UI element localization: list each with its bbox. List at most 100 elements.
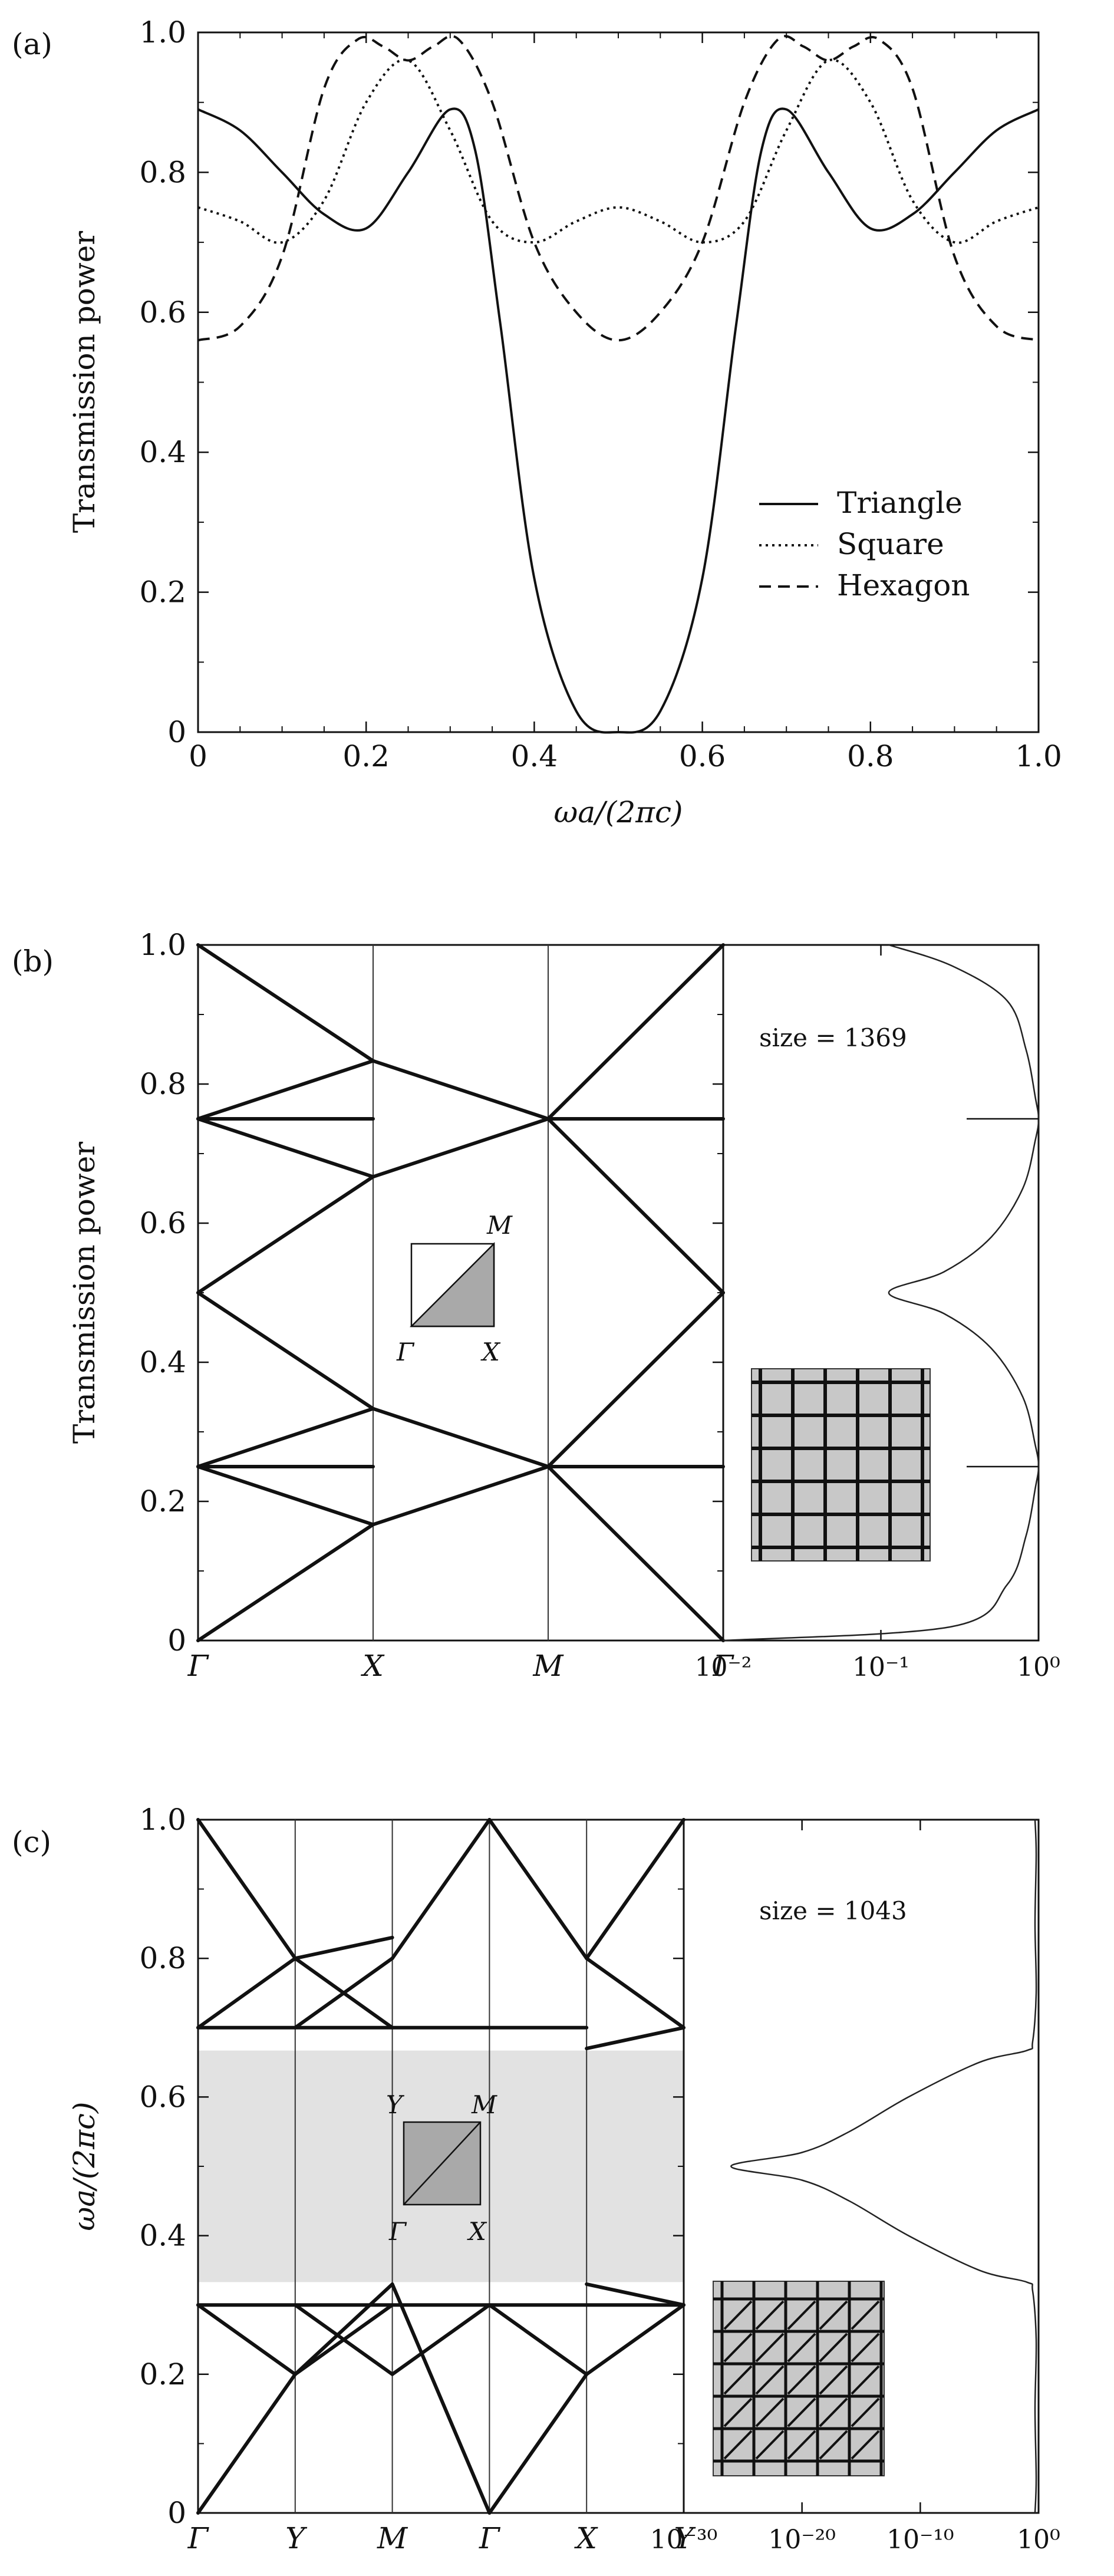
- transmission-curve: [730, 1819, 1037, 2514]
- band-line: [196, 2372, 297, 2515]
- band-line: [546, 943, 725, 1121]
- panel-c-log-xtick-label: 10⁻³⁰: [650, 2525, 718, 2555]
- band-line: [371, 1117, 550, 1179]
- lattice-rod-diagonal: [819, 2365, 848, 2395]
- band-line: [546, 1291, 725, 1468]
- panel-c-kpoint-label-m: M: [377, 2521, 408, 2555]
- panel-a-xlabel: ωa/(2πc): [553, 795, 683, 829]
- lattice-rod-diagonal: [787, 2430, 816, 2460]
- panel-c-bz-inset: Y M Γ X: [386, 2090, 497, 2246]
- panel-c-lattice-inset: [713, 2281, 885, 2476]
- band-line: [293, 2282, 394, 2376]
- band-line: [487, 1818, 589, 1961]
- band-line: [196, 1956, 297, 2030]
- panel-a-xtick-label: 0.6: [679, 739, 726, 773]
- panel-a-ytick-label: 0: [167, 715, 186, 749]
- series-line-hexagon: [197, 35, 1039, 342]
- panel-c-kpoint-label-gamma: Γ: [479, 2521, 501, 2555]
- panel-c-ytick-label: 0.8: [139, 1941, 186, 1975]
- band-line: [390, 2303, 492, 2376]
- panel-b-ytick-label: 0.2: [139, 1484, 186, 1518]
- band-line: [487, 2372, 589, 2515]
- panel-b-lattice-inset: [751, 1368, 931, 1562]
- lattice-triangle-background: [713, 2281, 885, 2476]
- panel-b-log-xtick-label: 10⁰: [1017, 1652, 1060, 1682]
- lattice-rod-diagonal: [787, 2333, 816, 2363]
- bz-label-y: Y: [386, 2090, 405, 2119]
- bz-label-m: M: [471, 2090, 497, 2119]
- panel-c-ytick-label: 0: [167, 2496, 186, 2530]
- panel-a-series: [197, 35, 1039, 734]
- lattice-rod-diagonal: [787, 2365, 816, 2395]
- band-line: [293, 1935, 394, 1961]
- panel-c-ylabel: ωa/(2πc): [67, 2101, 101, 2231]
- lattice-rod-diagonal: [723, 2333, 753, 2363]
- legend-label-triangle: Triangle: [837, 486, 963, 520]
- panel-a-xtick-label: 1.0: [1015, 739, 1062, 773]
- lattice-triangle-grid: [713, 2281, 884, 2476]
- lattice-rod-diagonal: [851, 2430, 880, 2460]
- panel-b-ylabel: Transmission power: [67, 1142, 101, 1444]
- band-line: [196, 1818, 297, 1961]
- lattice-rod-diagonal: [851, 2333, 880, 2363]
- panel-b-size-annotation: size = 1369: [759, 1023, 907, 1052]
- band-line: [371, 1465, 550, 1527]
- panel-b-ytick-label: 0.6: [139, 1206, 186, 1240]
- panel-c-kpoint-label-y: Y: [285, 2521, 307, 2555]
- panel-b-ytick-label: 0.4: [139, 1345, 186, 1379]
- panel-a-label: (a): [12, 27, 52, 61]
- bz-label-m: M: [486, 1211, 513, 1240]
- legend-label-hexagon: Hexagon: [837, 568, 970, 602]
- band-line: [196, 1291, 375, 1411]
- band-line: [196, 1059, 375, 1121]
- panel-b-ytick-label: 0.8: [139, 1067, 186, 1101]
- bz-diagonal: [403, 2122, 481, 2205]
- lattice-rod-diagonal: [723, 2430, 753, 2460]
- band-line: [585, 2282, 685, 2307]
- band-line: [196, 1465, 375, 1527]
- lattice-rod-diagonal: [755, 2430, 785, 2460]
- lattice-rod-diagonal: [787, 2397, 816, 2427]
- lattice-rod-diagonal: [851, 2397, 880, 2427]
- band-line: [585, 1818, 685, 1961]
- panel-c-ytick-label: 0.6: [139, 2080, 186, 2114]
- band-line: [293, 2303, 394, 2376]
- panel-a-ytick-label: 0.4: [139, 435, 186, 469]
- lattice-rod-diagonal: [787, 2300, 816, 2330]
- panel-c-kpoint-label-y: Y: [674, 2521, 696, 2555]
- lattice-rod-diagonal: [755, 2397, 785, 2427]
- panel-c-kpoint-label-gamma: Γ: [187, 2521, 210, 2555]
- panel-b-label: (b): [12, 944, 54, 979]
- lattice-rod-diagonal: [819, 2300, 848, 2330]
- panel-a-frame: [197, 31, 1040, 733]
- panel-c-bands: [196, 1818, 685, 2515]
- panel-a-legend: Triangle Square Hexagon: [759, 486, 970, 602]
- bz-label-x: X: [467, 2217, 487, 2246]
- panel-a-xtick-label: 0.8: [847, 739, 894, 773]
- panel-b-log-xtick-label: 10⁻²: [695, 1652, 752, 1682]
- panel-a-ytick-label: 1.0: [139, 15, 186, 50]
- bz-irreducible-wedge: [409, 1241, 495, 1327]
- panel-b-kpoint-label-gamma: Γ: [187, 1649, 210, 1683]
- panel-a-xtick-label: 0.2: [342, 739, 390, 773]
- band-line: [487, 2303, 589, 2376]
- panel-c-ytick-label: 0.2: [139, 2357, 186, 2391]
- lattice-rod-diagonal: [851, 2365, 880, 2395]
- legend-label-square: Square: [837, 527, 944, 561]
- panel-c-log-xtick-label: 10⁰: [1017, 2525, 1060, 2555]
- lattice-rod-diagonal: [819, 2333, 848, 2363]
- band-line: [546, 1117, 725, 1294]
- panel-b-kpoint-label-m: M: [532, 1649, 564, 1683]
- band-line: [196, 943, 375, 1063]
- band-line: [196, 1523, 375, 1642]
- panel-b-kpoint-label-gamma: Γ: [713, 1649, 735, 1683]
- series-line-square: [197, 58, 1039, 244]
- panel-c-log-xtick-label: 10⁻²⁰: [768, 2525, 836, 2555]
